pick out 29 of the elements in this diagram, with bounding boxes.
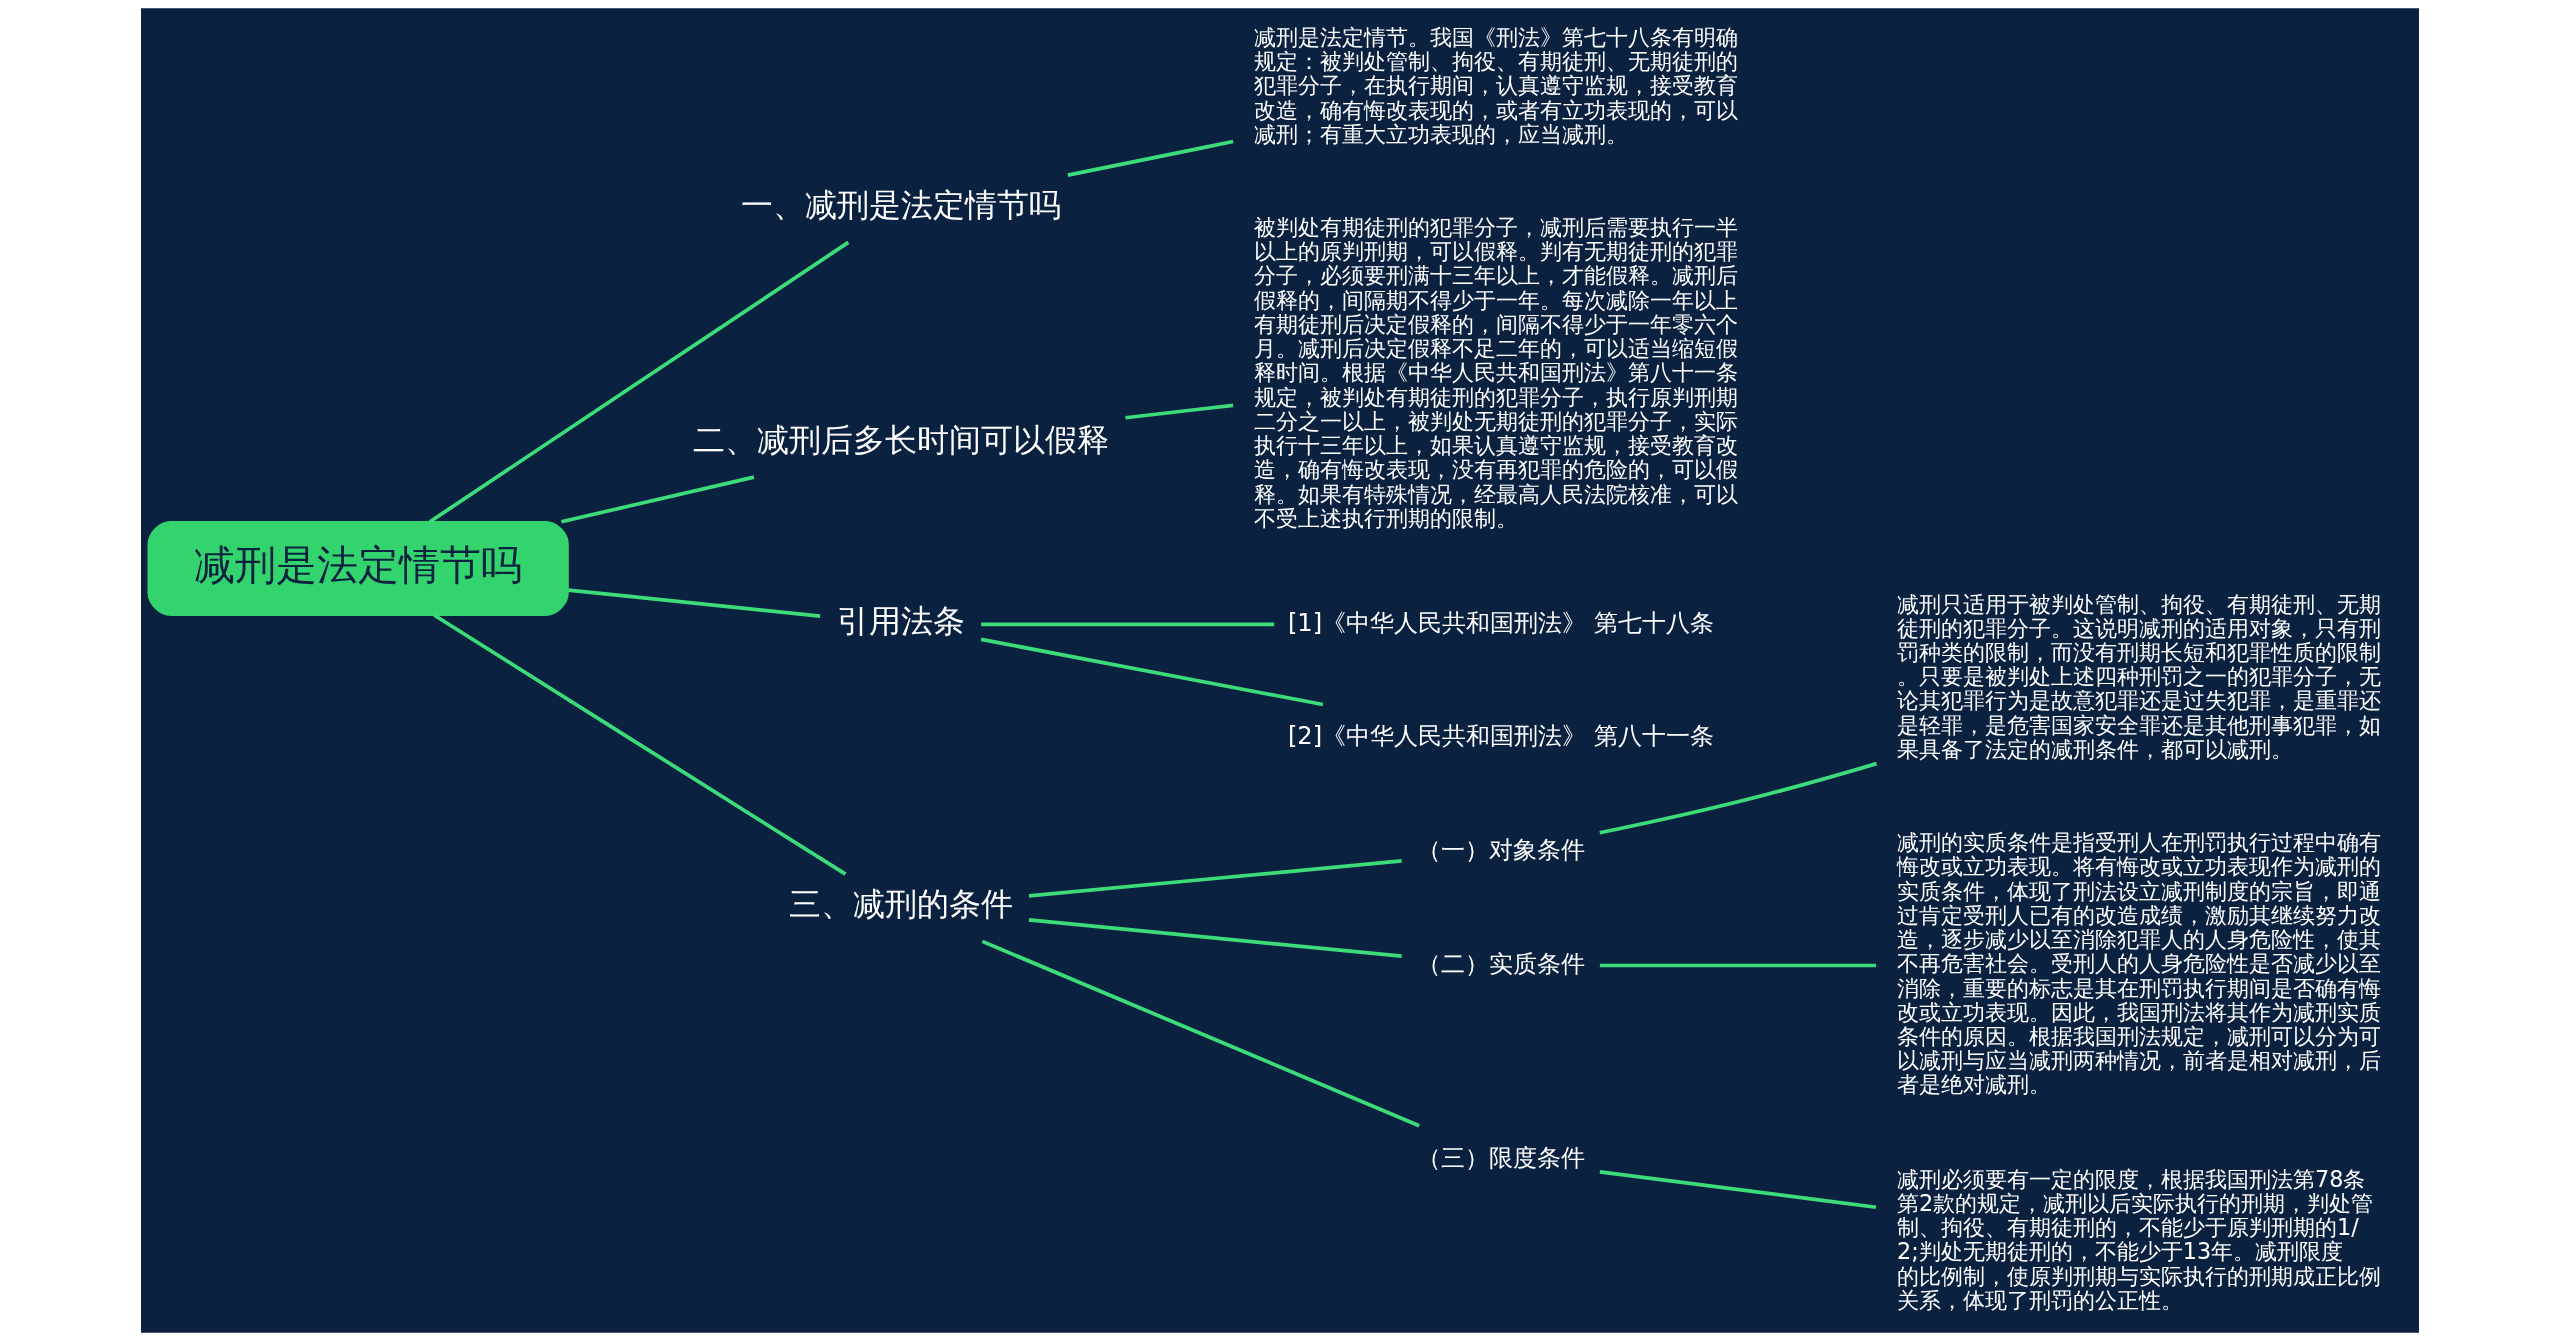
node-text: [1]《中华人民共和国刑法》 第七十八条 (1287, 608, 1714, 637)
connector (1599, 761, 1878, 835)
node-text: 引用法条 (836, 603, 965, 640)
node-text: （一）对象条件 (1416, 836, 1585, 865)
connector (1028, 918, 1402, 958)
connector (1599, 1170, 1877, 1210)
node-text: 减刑是法定情节。我国《刑法》第七十八条有明确规定：被判处管制、拘役、有期徒刑、无期徒刑的犯罪分子，在执行期间，认真遵守监规，接受教育改造，确有悔改表现的，或者有立功表现的，可以减刑；有重大立功表现的，应当减刑。 (1253, 23, 1738, 147)
connector (560, 475, 755, 524)
connector (1125, 403, 1234, 420)
node-text: 二、减刑后多长时间可以假释 (692, 422, 1109, 459)
connector (1599, 963, 1876, 968)
node-box: 减刑是法定情节吗 (147, 520, 569, 616)
node-text: 减刑的实质条件是指受刑人在刑罚执行过程中确有悔改或立功表现。将有悔改或立功表现作为减刑的实质条件，体现了刑法设立减刑制度的宗旨，即通过肯定受刑人已有的改造成绩，激励其继续努力改造，逐步减少以至消除犯罪人的人身危险性，使其不再危害社会。受刑人的人身危险性是否减少以至消除，重要的标志是其在刑罚执行期间是否确有悔改或立功表现。因此，我国刑法将其作为减刑实质条件的原因。根据我国刑法规定，减刑可以分为可以减刑与应当减刑两种情况，前者是相对减刑，后者是绝对减刑。 (1897, 829, 2382, 1098)
connector (428, 240, 850, 524)
node-text: （三）限度条件 (1416, 1143, 1585, 1172)
node-text: 减刑必须要有一定的限度，根据我国刑法第78条第2款的规定，减刑以后实际执行的刑期，判处管制、拘役、有期徒刑的，不能少于原判刑期的1/2;判处无期徒刑的，不能少于13年。减刑限度的比例制，使原判刑期与实际执行的刑期成正比例关系，体现了刑罚的公正性。 (1897, 1165, 2382, 1313)
node-text: 被判处有期徒刑的犯罪分子，减刑后需要执行一半以上的原判刑期，可以假释。判有无期徒刑的犯罪分子，必须要刑满十三年以上，才能假释。减刑后假释的，间隔期不得少于一年。每次减除一年以上有期徒刑后决定假释的，间隔不得少于一年零六个月。减刑后决定假释不足二年的，可以适当缩短假释时间。根据《中华人民共和国刑法》第八十一条规定，被判处有期徒刑的犯罪分子，执行原判刑期二分之一以上，被判处无期徒刑的犯罪分子，实际执行十三年以上，如果认真遵守监规，接受教育改造，确有悔改表现，没有再犯罪的危险的，可以假释。如果有特殊情况，经最高人民法院核准，可以不受上述执行刑期的限制。 (1253, 213, 1738, 531)
node-text: （二）实质条件 (1416, 949, 1585, 978)
connector (1028, 859, 1402, 898)
node-text: 三、减刑的条件 (788, 886, 1013, 923)
node-text: 一、减刑是法定情节吗 (740, 187, 1061, 224)
connector (1067, 139, 1234, 177)
connector (568, 588, 821, 619)
connector (433, 613, 847, 876)
connector (981, 939, 1420, 1128)
node-text: 减刑只适用于被判处管制、拘役、有期徒刑、无期徒刑的犯罪分子。这说明减刑的适用对象，只有刑罚种类的限制，而没有刑期长短和犯罪性质的限制。只要是被判处上述四种刑罚之一的犯罪分子，无论其犯罪行为是故意犯罪还是过失犯罪，是重罪还是轻罪，是危害国家安全罪还是其他刑事犯罪，如果具备了法定的减刑条件，都可以减刑。 (1897, 590, 2382, 762)
connector (981, 622, 1275, 627)
node-text: [2]《中华人民共和国刑法》 第八十一条 (1287, 722, 1714, 751)
connector (980, 637, 1324, 707)
